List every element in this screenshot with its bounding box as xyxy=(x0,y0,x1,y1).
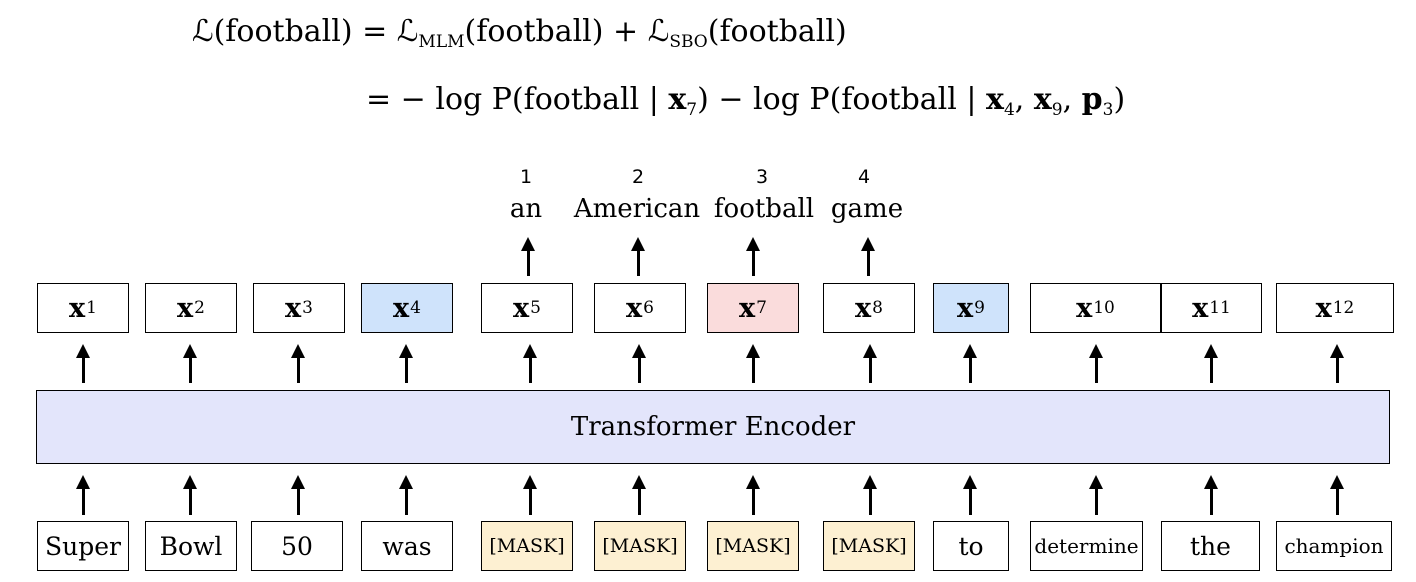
output-vector-subscript: 12 xyxy=(1332,298,1355,318)
eq2-x7-sub: 7 xyxy=(686,100,698,120)
input-token-mask-2: [MASK] xyxy=(594,521,686,571)
eq-mlm-symbol: ℒ xyxy=(396,14,419,49)
eq-lhs: ℒ(football) xyxy=(192,14,353,49)
eq-mlm-sub: MLM xyxy=(418,32,465,52)
eq2-x9-sub: 9 xyxy=(1051,100,1063,120)
input-token-bowl: Bowl xyxy=(145,521,237,571)
loss-equation-line-2: = − log P(football | x7) − log P(footbal… xyxy=(366,82,1125,120)
eq2-close: ) xyxy=(1113,82,1126,117)
output-vector-subscript: 11 xyxy=(1209,298,1231,318)
eq2-comma1: , xyxy=(1014,82,1034,117)
input-token-to: to xyxy=(933,521,1009,571)
output-vector-subscript: 5 xyxy=(530,298,541,318)
output-vector-subscript: 7 xyxy=(756,298,767,318)
input-token-mask-4: [MASK] xyxy=(823,521,915,571)
input-token-was: was xyxy=(361,521,453,571)
input-token-determine: determine xyxy=(1030,521,1143,571)
eq-mlm-arg: (football) xyxy=(464,14,604,49)
output-vector-symbol: x xyxy=(1076,292,1093,324)
eq2-comma2: , xyxy=(1062,82,1082,117)
output-vector-symbol: x xyxy=(285,292,302,324)
eq2-part1: = − log P(football | xyxy=(366,82,669,117)
input-token-super: Super xyxy=(37,521,129,571)
input-token-mask-1: [MASK] xyxy=(481,521,573,571)
eq2-x9: x xyxy=(1033,82,1052,117)
input-token-50: 50 xyxy=(251,521,343,571)
encoder-label: Transformer Encoder xyxy=(570,412,856,442)
output-vector-subscript: 4 xyxy=(410,298,421,318)
predicted-word-1: an xyxy=(509,194,543,224)
eq2-p3: p xyxy=(1081,82,1103,117)
eq2-x4: x xyxy=(986,82,1004,117)
output-vector-subscript: 8 xyxy=(872,298,883,318)
output-vector-subscript: 10 xyxy=(1093,298,1115,318)
span-position-4: 4 xyxy=(857,166,871,188)
input-token-mask-3: [MASK] xyxy=(707,521,799,571)
eq2-p3-sub: 3 xyxy=(1102,100,1114,120)
output-vector-symbol: x xyxy=(177,292,194,324)
output-vector-subscript: 1 xyxy=(86,298,97,318)
eq2-x7: x xyxy=(668,82,687,117)
input-token-the: the xyxy=(1161,521,1260,571)
span-position-1: 1 xyxy=(519,166,533,188)
output-vector-symbol: x xyxy=(393,292,410,324)
eq2-x4-sub: 4 xyxy=(1003,100,1015,120)
output-vector-symbol: x xyxy=(957,292,974,324)
predicted-word-2: American xyxy=(573,194,701,224)
eq-plus: + xyxy=(603,14,648,49)
output-vector-symbol: x xyxy=(1315,292,1332,324)
loss-equation-line-1: ℒ(football) = ℒMLM(football) + ℒSBO(foot… xyxy=(192,14,847,52)
output-vector-subscript: 9 xyxy=(974,298,985,318)
output-vector-subscript: 6 xyxy=(643,298,654,318)
eq-sbo-sub: SBO xyxy=(669,32,708,52)
output-vector-symbol: x xyxy=(1192,292,1209,324)
output-vector-symbol: x xyxy=(855,292,872,324)
output-vector-subscript: 2 xyxy=(194,298,205,318)
predicted-word-3: football xyxy=(713,194,815,224)
span-position-2: 2 xyxy=(631,166,645,188)
eq-sbo-symbol: ℒ xyxy=(647,14,670,49)
output-vector-symbol: x xyxy=(626,292,643,324)
output-vector-symbol: x xyxy=(739,292,756,324)
input-token-champion: champion xyxy=(1276,521,1392,571)
output-vector-symbol: x xyxy=(69,292,86,324)
eq-sbo-arg: (football) xyxy=(707,14,847,49)
output-vector-symbol: x xyxy=(513,292,530,324)
predicted-word-4: game xyxy=(830,194,904,224)
span-position-3: 3 xyxy=(755,166,769,188)
transformer-encoder-block: Transformer Encoder xyxy=(36,390,1390,464)
eq2-part2: ) − log P(football | xyxy=(697,82,987,117)
output-vector-subscript: 3 xyxy=(302,298,313,318)
eq-equals: = xyxy=(352,14,397,49)
